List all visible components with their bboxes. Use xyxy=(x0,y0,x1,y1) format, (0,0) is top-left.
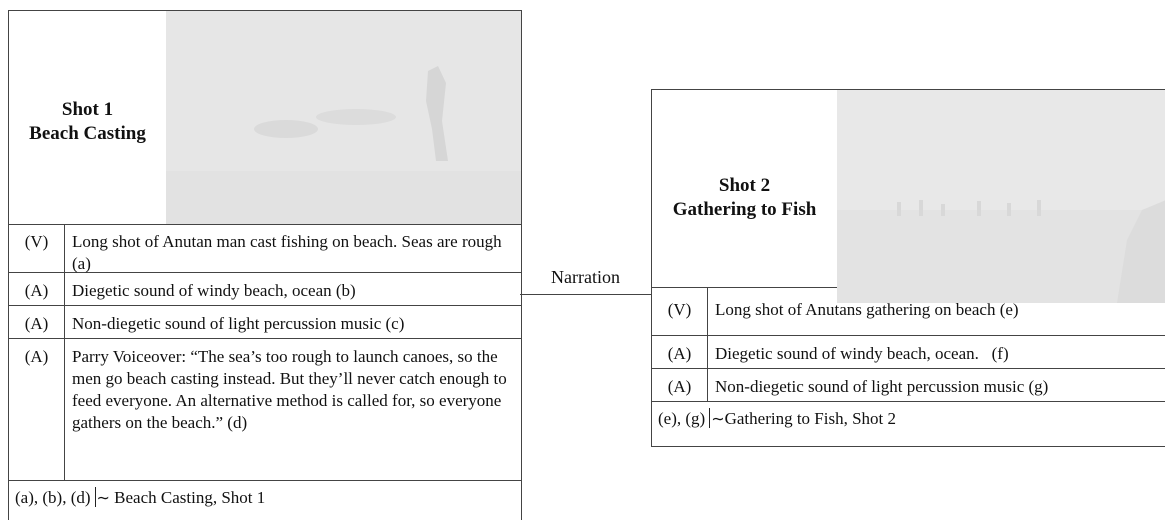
shot1-footer-text: Beach Casting, Shot 1 xyxy=(114,488,266,507)
shot1-row-audio-nondiegetic: (A) Non-diegetic sound of light percussi… xyxy=(9,306,521,339)
row-code: (A) xyxy=(9,339,65,480)
shot1-table: Shot 1 Beach Casting (V) Long shot of An… xyxy=(8,10,522,520)
shot1-row-audio-diegetic: (A) Diegetic sound of windy beach, ocean… xyxy=(9,273,521,306)
row-code: (A) xyxy=(652,369,708,401)
shot1-still-image xyxy=(166,11,521,224)
shot2-row-audio-diegetic: (A) Diegetic sound of windy beach, ocean… xyxy=(652,336,1165,369)
shot2-footer: (e), (g) ∼Gathering to Fish, Shot 2 xyxy=(652,402,1165,430)
shot1-footer-symbol: ∼ xyxy=(96,488,110,507)
row-description: Non-diegetic sound of light percussion m… xyxy=(72,314,405,333)
row-code: (V) xyxy=(9,224,65,272)
row-description: Long shot of Anutans gathering on beach … xyxy=(715,300,1019,319)
narration-label: Narration xyxy=(551,267,620,287)
gathering-to-fish-still-graphic xyxy=(837,90,1165,303)
shot2-title-number: Shot 2 xyxy=(718,174,771,196)
row-description: Long shot of Anutan man cast fishing on … xyxy=(72,232,502,273)
shot2-footer-refs: (e), (g) xyxy=(658,409,706,428)
row-code: (A) xyxy=(9,306,65,338)
shot1-title-name: Beach Casting xyxy=(29,122,146,144)
shot1-title: Shot 1 Beach Casting xyxy=(9,11,166,224)
row-description: Diegetic sound of windy beach, ocean (b) xyxy=(72,281,356,300)
shot2-title: Shot 2 Gathering to Fish xyxy=(652,90,837,287)
row-description: Diegetic sound of windy beach, ocean. (f… xyxy=(715,344,1009,363)
row-code: (A) xyxy=(9,273,65,305)
gloss-bar-icon xyxy=(94,487,96,507)
shot2-title-name: Gathering to Fish xyxy=(672,198,817,220)
shot1-title-number: Shot 1 xyxy=(61,98,114,120)
shot1-header: Shot 1 Beach Casting xyxy=(9,11,521,225)
row-description: Non-diegetic sound of light percussion m… xyxy=(715,377,1049,396)
shot2-still-image xyxy=(837,90,1165,303)
shot1-row-visual: (V) Long shot of Anutan man cast fishing… xyxy=(9,224,521,273)
row-code: (V) xyxy=(652,287,708,335)
row-description: Parry Voiceover: “The sea’s too rough to… xyxy=(72,347,507,432)
shot2-footer-text: Gathering to Fish, Shot 2 xyxy=(724,409,897,428)
gloss-bar-icon xyxy=(709,408,711,428)
shot2-row-visual: (V) Long shot of Anutans gathering on be… xyxy=(652,287,1165,336)
shot1-row-voiceover: (A) Parry Voiceover: “The sea’s too roug… xyxy=(9,339,521,481)
shot2-header: Shot 2 Gathering to Fish xyxy=(652,90,1165,303)
row-code: (A) xyxy=(652,336,708,368)
shot2-table: Shot 2 Gathering to Fish (V) Long shot xyxy=(651,89,1165,447)
shot2-row-audio-nondiegetic: (A) Non-diegetic sound of light percussi… xyxy=(652,369,1165,402)
narration-connector-line xyxy=(520,294,651,295)
shot1-footer: (a), (b), (d) ∼ Beach Casting, Shot 1 xyxy=(9,481,521,509)
beach-casting-still-graphic xyxy=(166,11,521,224)
shot1-footer-refs: (a), (b), (d) xyxy=(15,488,91,507)
shot2-footer-symbol: ∼ xyxy=(711,409,725,428)
